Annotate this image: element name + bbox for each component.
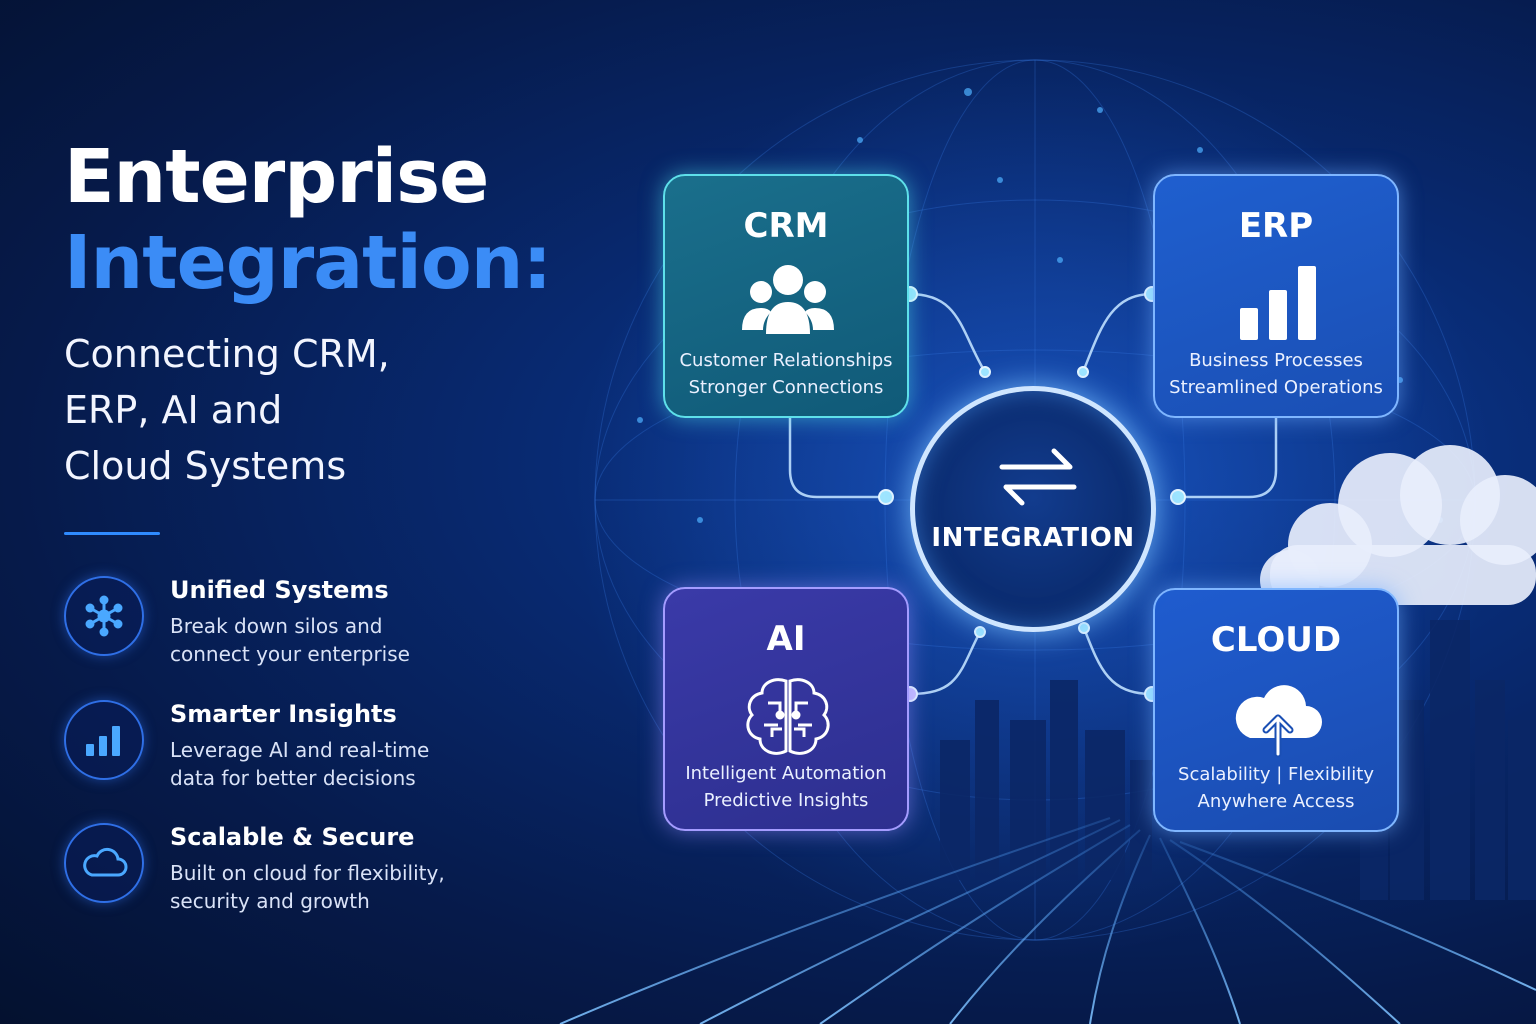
feature-desc-line2: connect your enterprise xyxy=(170,642,410,666)
card-line2: Predictive Insights xyxy=(703,790,869,811)
hero-subtitle-line1: Connecting CRM, xyxy=(64,332,390,376)
card-line1: Intelligent Automation xyxy=(685,763,887,784)
feature-description: Built on cloud for flexibility, security… xyxy=(170,859,490,915)
hero-title-line1: Enterprise xyxy=(64,134,489,220)
users-icon xyxy=(742,265,834,334)
feature-desc-line2: security and growth xyxy=(170,889,370,913)
hero-title-line2: Integration: xyxy=(64,220,552,306)
feature-title: Unified Systems xyxy=(170,576,389,604)
hero-title: Enterprise Integration: xyxy=(64,134,584,306)
integration-hub: INTEGRATION xyxy=(910,386,1156,632)
card-line1: Customer Relationships xyxy=(679,350,893,371)
cloud-icon xyxy=(64,823,144,903)
feature-scalable-secure: Scalable & Secure Built on cloud for fle… xyxy=(64,823,494,913)
feature-desc-line1: Break down silos and xyxy=(170,614,383,638)
divider xyxy=(64,532,160,535)
feature-desc-line2: data for better decisions xyxy=(170,766,416,790)
feature-desc-line1: Built on cloud for flexibility, xyxy=(170,861,445,885)
feature-description: Leverage AI and real-time data for bette… xyxy=(170,736,490,792)
card-line2: Streamlined Operations xyxy=(1169,377,1383,398)
card-line1: Scalability | Flexibility xyxy=(1178,764,1374,785)
feature-unified-systems: Unified Systems Break down silos and con… xyxy=(64,576,494,666)
card-line2: Stronger Connections xyxy=(688,377,884,398)
network-hub-icon xyxy=(64,576,144,656)
feature-description: Break down silos and connect your enterp… xyxy=(170,612,490,668)
sync-arrows-icon xyxy=(999,448,1077,506)
card-erp: ERP Business Processes Streamlined Opera… xyxy=(1153,174,1399,418)
card-cloud: CLOUD Scalability | Flexibility Anywhere… xyxy=(1153,588,1399,832)
card-line2: Anywhere Access xyxy=(1197,791,1355,812)
card-ai: AI Intelligent Automation Predictive Ins… xyxy=(663,587,909,831)
cloud-upload-icon xyxy=(1235,685,1322,758)
feature-desc-line1: Leverage AI and real-time xyxy=(170,738,430,762)
brain-circuit-icon xyxy=(746,678,830,755)
feature-title: Smarter Insights xyxy=(170,700,397,728)
hub-label: INTEGRATION xyxy=(931,523,1135,553)
light-streaks xyxy=(559,817,1536,1024)
card-title: CLOUD xyxy=(1210,620,1342,660)
hero-subtitle: Connecting CRM, ERP, AI and Cloud System… xyxy=(64,326,584,494)
card-crm: CRM Customer Relationships Stronger Conn… xyxy=(663,174,909,418)
hero-subtitle-line3: Cloud Systems xyxy=(64,444,347,488)
hero-section: Enterprise Integration: Connecting CRM, … xyxy=(64,134,584,494)
bar-chart-icon xyxy=(64,700,144,780)
card-title: CRM xyxy=(743,206,829,246)
hero-subtitle-line2: ERP, AI and xyxy=(64,388,283,432)
card-line1: Business Processes xyxy=(1189,350,1363,371)
card-title: AI xyxy=(766,619,806,659)
feature-title: Scalable & Secure xyxy=(170,823,415,851)
card-title: ERP xyxy=(1238,206,1314,246)
feature-smarter-insights: Smarter Insights Leverage AI and real-ti… xyxy=(64,700,494,790)
bar-chart-icon xyxy=(1240,266,1316,340)
